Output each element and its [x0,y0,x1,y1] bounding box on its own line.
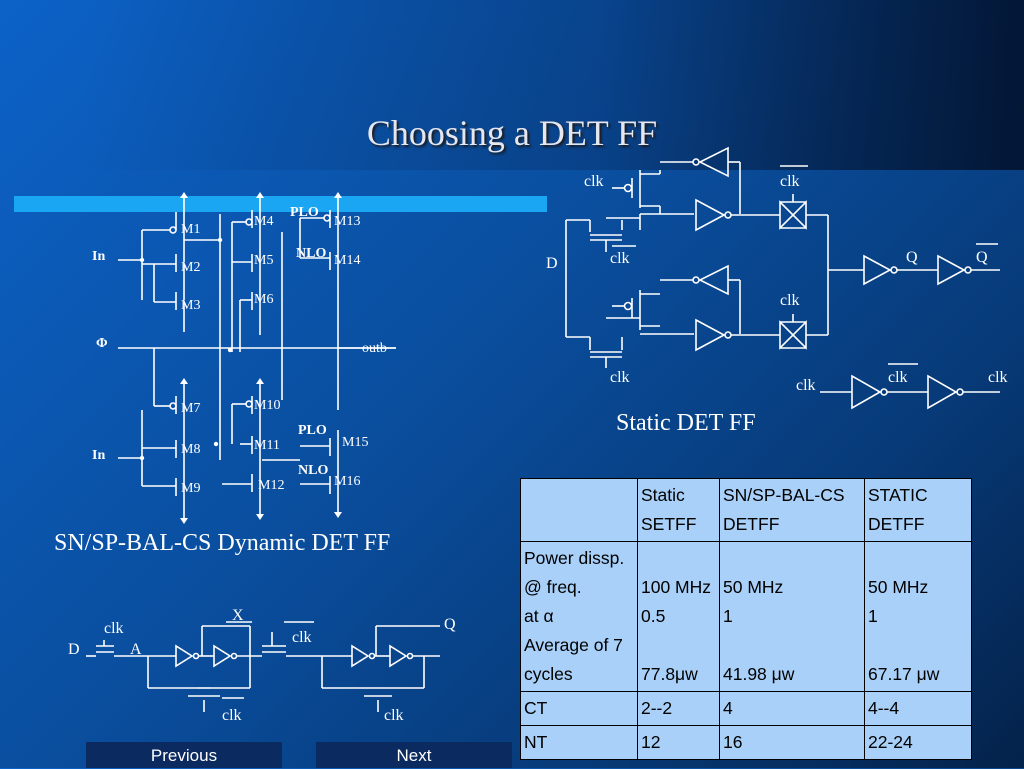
dynamic-ff-caption: SN/SP-BAL-CS Dynamic DET FF [54,530,391,556]
m5-label: M5 [254,253,273,268]
table-cell: 4 [719,691,865,726]
table-header-cell: Static SETFF [637,478,720,542]
latch-x-label: X [232,607,244,624]
static-ff-caption: Static DET FF [616,410,756,436]
latch-clk-label-3: clk [222,707,242,724]
plo-label-top: PLO [290,205,319,220]
static-clk-label-a: clk [584,173,604,190]
clk-out-label: clk [988,369,1008,386]
latch-d-label: D [68,641,80,658]
table-header-cell [520,478,638,542]
table-row: Power dissp. @ freq. at α Average of 7 c… [520,541,972,692]
m10-label: M10 [254,398,280,413]
in-label-top: In [92,249,105,264]
m2-label: M2 [181,260,200,275]
comparison-table: Static SETFF SN/SP-BAL-CS DETFF STATIC D… [520,478,972,760]
m11-label: M11 [254,438,280,453]
static-d-label: D [546,255,558,272]
static-qbar-label: Q [976,249,988,266]
static-clk-label-c: clk [610,250,630,267]
latch-a-label: A [130,641,142,658]
clk-mid-label: clk [888,369,908,386]
latch-det-ff-circuit [86,621,440,712]
m4-label: M4 [254,214,273,229]
power-avg: 77.8μw [641,664,698,684]
m13-label: M13 [334,214,360,229]
m8-label: M8 [181,442,200,457]
phi-label: Φ [96,336,108,351]
power-label-line: Average of 7 [524,635,623,655]
power-freq: 50 MHz [723,577,784,597]
previous-button[interactable]: Previous [86,742,282,768]
static-q-label: Q [906,249,918,266]
next-button[interactable]: Next [316,742,512,768]
m14-label: M14 [334,253,360,268]
power-label-line: at α [524,606,554,626]
power-avg: 41.98 μw [723,664,795,684]
table-cell: 2--2 [637,691,720,726]
dynamic-det-ff-circuit [118,198,396,522]
table-cell: 4--4 [864,691,972,726]
table-cell: NT [520,725,638,760]
nlo-label-top: NLO [296,246,326,261]
power-alpha: 1 [723,606,733,626]
power-label-cell: Power dissp. @ freq. at α Average of 7 c… [520,541,638,692]
table-cell: 12 [637,725,720,760]
static-clk-label-d: clk [780,292,800,309]
static-clk-label-e: clk [610,369,630,386]
plo-label-bottom: PLO [298,423,327,438]
table-cell: 16 [719,725,865,760]
power-label-line: @ freq. [524,577,582,597]
m9-label: M9 [181,481,200,496]
static-clk-label-b: clk [780,173,800,190]
table-header-row: Static SETFF SN/SP-BAL-CS DETFF STATIC D… [520,478,972,542]
accent-bar [14,196,547,212]
latch-clk-label-2: clk [292,629,312,646]
power-cell: 50 MHz 1 41.98 μw [719,541,865,692]
table-cell: CT [520,691,638,726]
power-avg: 67.17 μw [868,664,940,684]
latch-clk-label-4: clk [384,707,404,724]
m15-label: M15 [342,435,368,450]
latch-clk-label-1: clk [104,620,124,637]
power-freq: 100 MHz [641,577,712,597]
power-label-line: cycles [524,664,573,684]
latch-q-label: Q [444,616,456,633]
nlo-label-bottom: NLO [298,463,328,478]
power-label-line: Power dissp. [524,548,625,568]
outb-label: outb [362,341,387,356]
m1-label: M1 [181,222,200,237]
power-cell: 50 MHz 1 67.17 μw [864,541,972,692]
power-freq: 50 MHz [868,577,929,597]
m3-label: M3 [181,298,200,313]
m6-label: M6 [254,292,273,307]
power-alpha: 0.5 [641,606,666,626]
m7-label: M7 [181,401,200,416]
in-label-bottom: In [92,448,105,463]
static-det-ff-circuit [565,146,1000,410]
table-cell: 22-24 [864,725,972,760]
clk-in-label: clk [796,377,816,394]
table-row: NT 12 16 22-24 [520,725,972,760]
m12-label: M12 [258,478,284,493]
slide-title: Choosing a DET FF [366,113,658,153]
power-cell: 100 MHz 0.5 77.8μw [637,541,720,692]
table-header-cell: SN/SP-BAL-CS DETFF [719,478,865,542]
power-alpha: 1 [868,606,878,626]
m16-label: M16 [334,474,360,489]
title-band [80,0,1024,170]
table-header-cell: STATIC DETFF [864,478,972,542]
table-row: CT 2--2 4 4--4 [520,691,972,726]
